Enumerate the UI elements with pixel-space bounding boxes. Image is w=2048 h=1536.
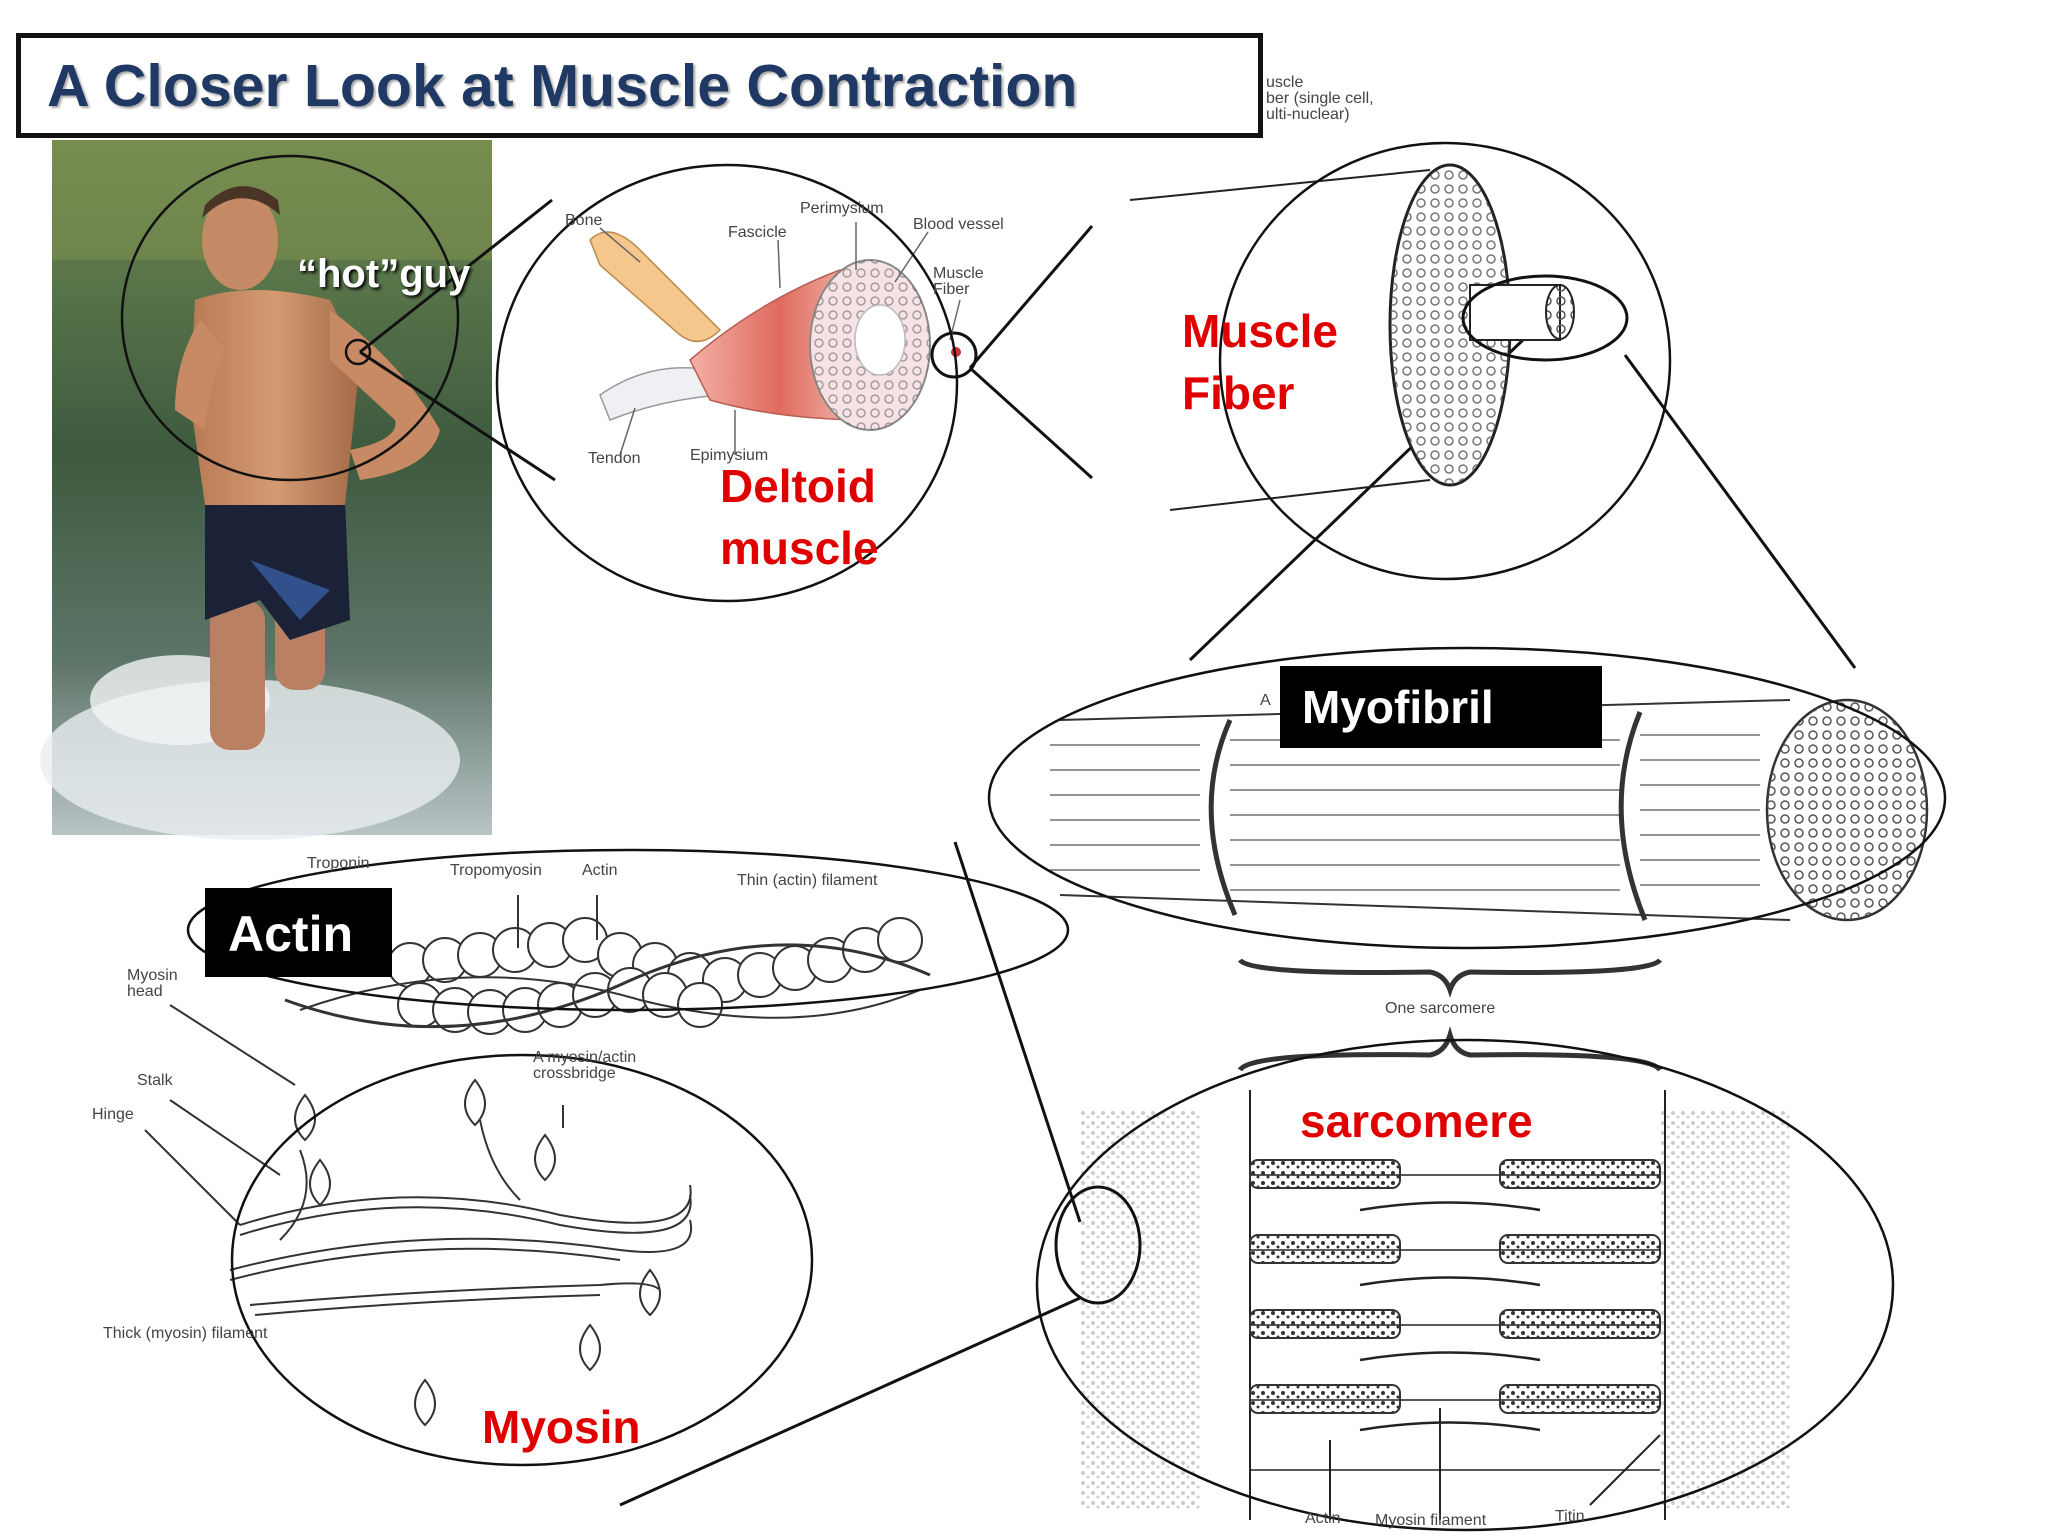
- perimysium-text: Perimysium: [800, 200, 884, 217]
- actin-label-box: [205, 888, 392, 977]
- actin-bottom-text: Actin: [1305, 1510, 1341, 1527]
- muscle-fiber-small-text: Muscle Fiber: [933, 265, 984, 298]
- myofibril-label: Myofibril: [1302, 681, 1494, 733]
- highlight-circles: [120, 141, 1947, 1532]
- deltoid-muscle-label: Deltoid muscle: [720, 460, 879, 575]
- blood-vessel-text: Blood vessel: [913, 216, 1004, 233]
- fascicle-text: Fascicle: [728, 224, 787, 241]
- crossbridge-text: A myosin/actin crossbridge: [533, 1049, 637, 1082]
- troponin-text: Troponin: [307, 855, 370, 872]
- actin-label: Actin: [228, 906, 353, 962]
- fiber-caption-text: uscle ber (single cell, ulti-nuclear): [1266, 74, 1374, 123]
- title-box: A Closer Look at Muscle Contraction: [16, 33, 1263, 138]
- sarcomere-label: sarcomere: [1300, 1095, 1533, 1147]
- thin-filament-text: Thin (actin) filament: [737, 872, 878, 889]
- hinge-text: Hinge: [92, 1106, 134, 1123]
- hot-guy-label: “hot”guy: [297, 252, 471, 296]
- actin-small-text: Actin: [582, 862, 618, 879]
- tropomyosin-text: Tropomyosin: [450, 862, 542, 879]
- myosin-label: Myosin: [482, 1401, 641, 1453]
- sarcomere-illustration: [1054, 1090, 1790, 1520]
- a-band-text: A: [1260, 692, 1271, 709]
- actin-illustration: [284, 895, 931, 1035]
- myofibril-label-box: [1280, 666, 1602, 748]
- titin-text: Titin: [1555, 1508, 1585, 1525]
- muscle-fiber-illustration: [1129, 163, 1629, 511]
- page-title: A Closer Look at Muscle Contraction: [47, 53, 1078, 119]
- connector-lines: [359, 198, 1857, 1507]
- runner-photo: [40, 140, 492, 840]
- myosin-filament-text: Myosin filament: [1375, 1512, 1487, 1529]
- muscle-fiber-label: Muscle Fiber: [1182, 305, 1338, 420]
- tendon-text: Tendon: [588, 450, 641, 467]
- myosin-head-text: Myosin head: [127, 967, 178, 1000]
- myosin-illustration: [144, 1004, 693, 1427]
- myofibril-illustration: [1050, 698, 1929, 1072]
- bone-text: Bone: [565, 212, 603, 229]
- thick-filament-text: Thick (myosin) filament: [103, 1325, 268, 1342]
- epimysium-text: Epimysium: [690, 447, 769, 464]
- deltoid-illustration: [589, 222, 978, 456]
- stalk-text: Stalk: [137, 1072, 173, 1089]
- one-sarcomere-text: One sarcomere: [1385, 1000, 1496, 1017]
